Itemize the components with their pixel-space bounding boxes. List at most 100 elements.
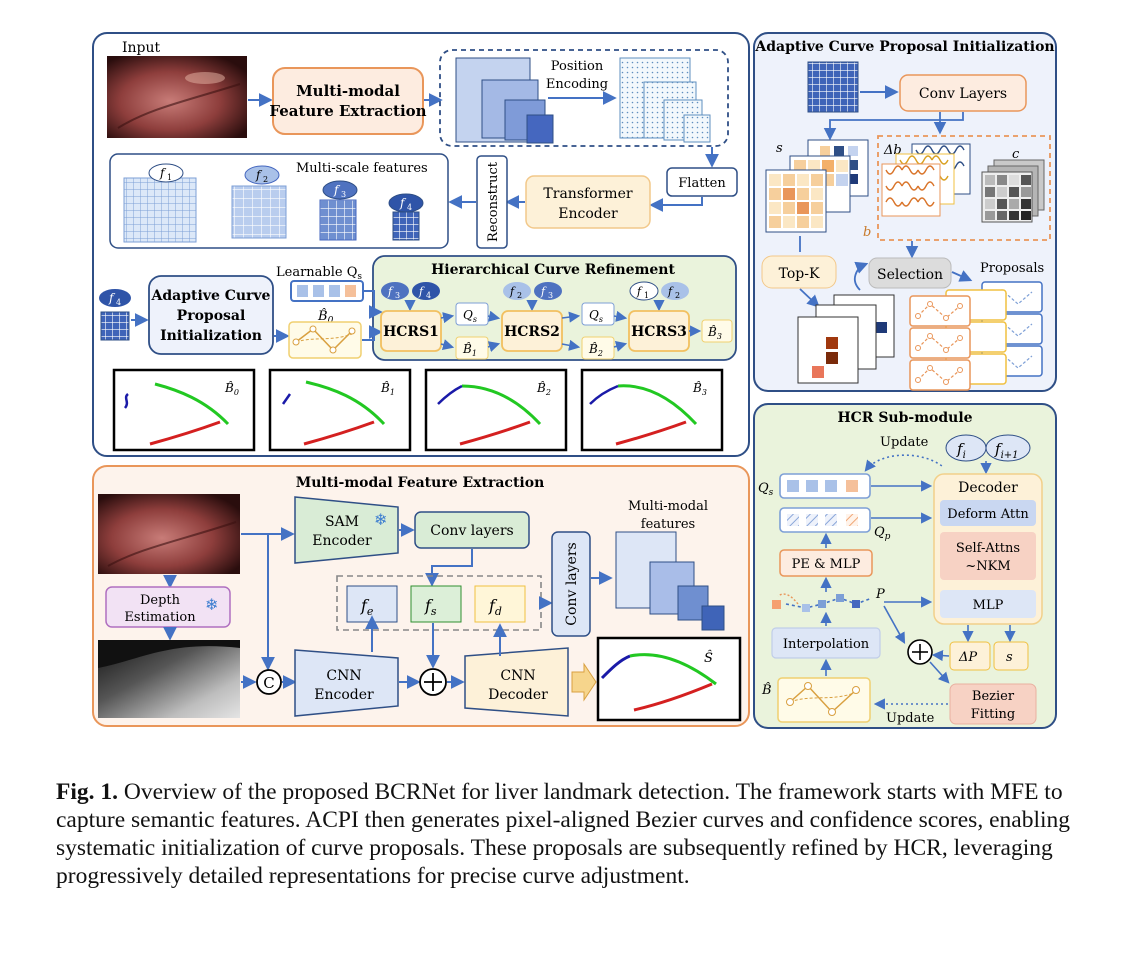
svg-text:f: f bbox=[108, 291, 116, 305]
output-arrow-icon bbox=[571, 662, 597, 702]
feature-stack-box: Position Encoding bbox=[439, 49, 729, 147]
c-label: c bbox=[1012, 147, 1020, 162]
b-hat-label: B̂ bbox=[761, 682, 772, 698]
depth-map-image bbox=[98, 640, 240, 718]
multimodal-features-stack bbox=[615, 531, 725, 631]
score-s-box: s bbox=[993, 641, 1029, 671]
svg-text:f: f bbox=[636, 285, 643, 298]
qp-queries bbox=[779, 507, 871, 533]
fi-tokens: fi fi+1 bbox=[945, 434, 1031, 462]
svg-text:4: 4 bbox=[426, 291, 431, 300]
svg-text:Conv layers: Conv layers bbox=[430, 523, 513, 539]
add-symbol bbox=[419, 668, 447, 696]
qp-label: Qp bbox=[874, 525, 891, 542]
svg-text:CNN: CNN bbox=[500, 668, 535, 684]
pe-mlp-box: PE & MLP bbox=[779, 549, 873, 577]
svg-text:s: s bbox=[1006, 650, 1013, 665]
svg-text:Self-Attns: Self-Attns bbox=[956, 541, 1020, 556]
svg-text:Multi-modal: Multi-modal bbox=[296, 82, 400, 100]
svg-text:Qs: Qs bbox=[589, 308, 603, 324]
svg-text:Bezier: Bezier bbox=[972, 689, 1015, 704]
svg-text:Interpolation: Interpolation bbox=[783, 637, 870, 652]
svg-text:P: P bbox=[875, 587, 885, 602]
s-label: s bbox=[776, 141, 783, 156]
proposal-curves bbox=[909, 281, 1043, 391]
svg-text:Encoder: Encoder bbox=[314, 687, 374, 703]
b0-curve-box bbox=[288, 321, 362, 359]
output-s-hat: Ŝ bbox=[596, 636, 742, 722]
svg-text:Conv Layers: Conv Layers bbox=[919, 86, 1007, 102]
svg-text:Initialization: Initialization bbox=[160, 328, 262, 344]
svg-text:2: 2 bbox=[263, 175, 268, 184]
svg-text:1: 1 bbox=[167, 173, 172, 182]
delta-p-box: ΔP bbox=[949, 641, 991, 671]
svg-text:b: b bbox=[863, 225, 871, 240]
caption-text: Overview of the proposed BCRNet for live… bbox=[56, 779, 1070, 889]
svg-text:Top-K: Top-K bbox=[779, 266, 820, 282]
topk-maps bbox=[797, 294, 895, 384]
bezier-fitting-box: Bezier Fitting bbox=[949, 683, 1037, 725]
acpi-conv-layers: Conv Layers bbox=[899, 74, 1027, 112]
svg-text:f: f bbox=[333, 183, 341, 197]
svg-text:f: f bbox=[667, 285, 674, 298]
result-thumb-b2: B̂2 bbox=[424, 368, 568, 452]
svg-text:f: f bbox=[399, 196, 407, 210]
svg-text:Ŝ: Ŝ bbox=[704, 649, 713, 666]
proposals-label: Proposals bbox=[980, 261, 1044, 276]
svg-text:Estimation: Estimation bbox=[124, 610, 196, 625]
reconstruct-box: Reconstruct bbox=[476, 155, 508, 249]
svg-text:3: 3 bbox=[395, 291, 400, 300]
hcrs2-box: HCRS2 bbox=[501, 310, 563, 352]
input-label: Input bbox=[122, 40, 161, 56]
svg-text:Selection: Selection bbox=[877, 267, 943, 283]
qs-queries bbox=[779, 473, 871, 499]
flatten-box: Flatten bbox=[666, 167, 738, 197]
svg-text:B̂1: B̂1 bbox=[380, 380, 395, 397]
acpi-box: Adaptive Curve Proposal Initialization bbox=[148, 275, 274, 355]
svg-text:Encoder: Encoder bbox=[558, 206, 618, 222]
svg-text:Qs: Qs bbox=[463, 308, 477, 324]
cnn-decoder: CNN Decoder bbox=[464, 647, 569, 717]
svg-text:Encoder: Encoder bbox=[312, 533, 372, 549]
result-thumb-b0: B̂0 bbox=[112, 368, 256, 452]
svg-text:f: f bbox=[540, 285, 547, 298]
svg-text:fi+1: fi+1 bbox=[994, 440, 1019, 461]
svg-text:f: f bbox=[418, 285, 425, 298]
svg-text:B̂1: B̂1 bbox=[462, 341, 477, 358]
svg-text:B̂2: B̂2 bbox=[588, 341, 603, 358]
svg-text:CNN: CNN bbox=[326, 668, 361, 684]
multimodal-label: Multi-modal bbox=[628, 499, 708, 514]
svg-text:B̂3: B̂3 bbox=[707, 324, 722, 341]
learnable-queries bbox=[290, 280, 364, 302]
svg-text:Encoding: Encoding bbox=[546, 77, 608, 92]
hcrs1-box: HCRS1 bbox=[380, 310, 442, 352]
snowflake-icon: ❄ bbox=[205, 595, 218, 614]
decoder-block: Decoder Deform Attn Self-Attns ~NKM MLP bbox=[933, 473, 1043, 625]
selection-box: Selection bbox=[868, 257, 952, 289]
concat-symbol: C bbox=[256, 669, 282, 695]
svg-text:B̂3: B̂3 bbox=[692, 380, 707, 397]
svg-text:Multi-scale features: Multi-scale features bbox=[296, 161, 428, 176]
acpi-input-grid bbox=[807, 61, 859, 113]
svg-text:Proposal: Proposal bbox=[177, 308, 246, 324]
score-maps bbox=[765, 139, 869, 233]
bcrnet-diagram: Input Multi-modal Feature Extraction Pos… bbox=[92, 32, 1057, 729]
svg-text:Reconstruct: Reconstruct bbox=[486, 161, 501, 242]
mfe-liver-image bbox=[98, 494, 240, 574]
svg-text:B̂2: B̂2 bbox=[536, 380, 551, 397]
input-liver-image bbox=[107, 56, 247, 138]
svg-text:ΔP: ΔP bbox=[958, 650, 977, 665]
mfe-conv-layers: Conv layers bbox=[414, 511, 530, 549]
svg-text:3: 3 bbox=[341, 190, 346, 199]
svg-text:MLP: MLP bbox=[973, 598, 1004, 613]
svg-text:SAM: SAM bbox=[325, 514, 359, 530]
learnable-qs-label: Learnable Qs bbox=[276, 265, 362, 282]
svg-text:f: f bbox=[255, 168, 263, 182]
hcrs3-box: HCRS3 bbox=[628, 310, 690, 352]
svg-text:Feature Extraction: Feature Extraction bbox=[269, 102, 426, 120]
svg-text:2: 2 bbox=[517, 291, 522, 300]
svg-text:HCRS3: HCRS3 bbox=[631, 324, 687, 340]
svg-text:Transformer: Transformer bbox=[543, 186, 632, 202]
